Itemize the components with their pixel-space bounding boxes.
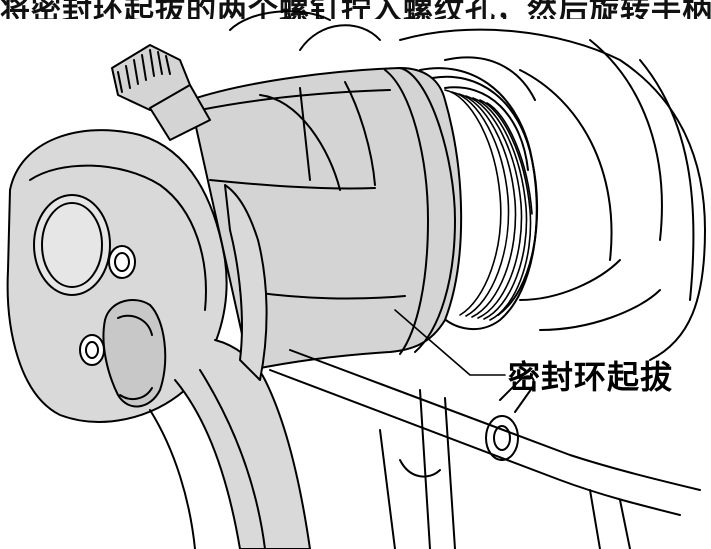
callout-label-seal-ring-puller: 密封环起拔 bbox=[508, 358, 674, 396]
dipstick-clip bbox=[485, 375, 535, 461]
engine-housing bbox=[229, 10, 706, 361]
crankshaft-flange bbox=[419, 67, 539, 331]
lower-rails bbox=[269, 349, 701, 549]
threaded-shaft bbox=[444, 89, 533, 321]
callout-leader-line bbox=[394, 309, 506, 376]
ratchet-wrench bbox=[6, 129, 311, 549]
hex-bolt bbox=[111, 44, 211, 141]
cropped-top-caption: 将密封环起拔的两个螺钉拧入螺纹孔，然后旋转手柄，即可拔出密封环 bbox=[0, 0, 711, 19]
